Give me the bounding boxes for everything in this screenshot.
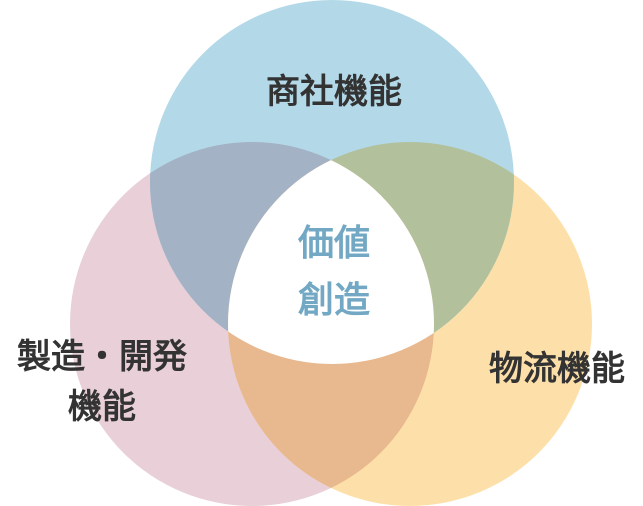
label-manufacturing-line2: 機能: [68, 387, 136, 427]
label-manufacturing-line1: 製造・開発: [17, 337, 188, 377]
overlap-center: [228, 142, 434, 364]
center-label-line2: 創造: [298, 280, 370, 321]
label-logistics: 物流機能: [489, 349, 625, 389]
label-trading: 商社機能: [266, 72, 402, 112]
center-label-line1: 価値: [297, 223, 370, 264]
